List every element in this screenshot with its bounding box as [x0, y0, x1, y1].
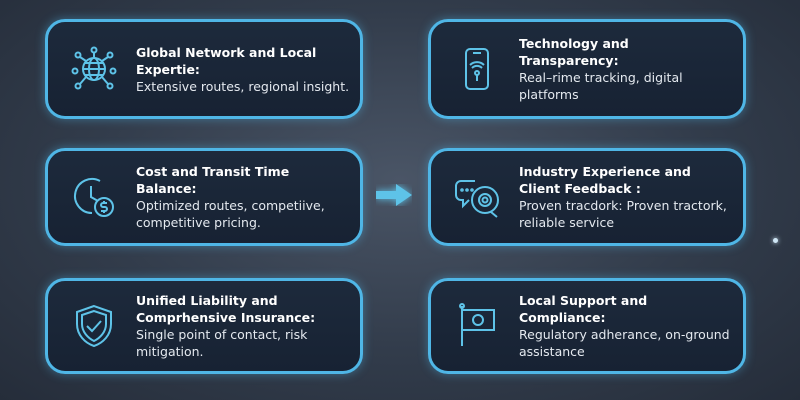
- card-description: Optimized routes, competiive, competitiv…: [136, 198, 325, 230]
- card-description: Real–rime tracking, digital platforms: [519, 70, 683, 102]
- shield-check-icon: [70, 302, 118, 350]
- card-description: Proven tracdork: Proven tractork, reliab…: [519, 198, 727, 230]
- card-title: Unified Liability and Comprhensive Insur…: [136, 293, 316, 325]
- card-unified-liability: Unified Liability and Comprhensive Insur…: [45, 278, 363, 374]
- card-industry-experience: Industry Experience and Client Feedback …: [428, 148, 746, 246]
- card-technology: Technology and Transparency:Real–rime tr…: [428, 19, 746, 119]
- arrow-right-icon: [376, 184, 412, 206]
- card-title: Technology and Transparency:: [519, 36, 629, 68]
- card-title: Global Network and Local Expertie:: [136, 44, 317, 77]
- card-description: Extensive routes, regional insight.: [136, 78, 350, 94]
- glow-dot: [773, 238, 778, 243]
- card-title: Cost and Transit Time Balance:: [136, 164, 290, 196]
- card-local-support: Local Support and Compliance:Regulatory …: [428, 278, 746, 374]
- card-description: Single point of contact, risk mitigation…: [136, 327, 308, 359]
- card-title: Local Support and Compliance:: [519, 293, 648, 325]
- card-cost-transit: Cost and Transit Time Balance:Optimized …: [45, 148, 363, 246]
- flag-icon: [453, 302, 501, 350]
- card-description: Regulatory adherance, on-ground assistan…: [519, 327, 730, 359]
- smartphone-signal-icon: [453, 45, 501, 93]
- card-title: Industry Experience and Client Feedback …: [519, 164, 691, 196]
- chat-gear-icon: [453, 173, 501, 221]
- clock-dollar-icon: [70, 173, 118, 221]
- globe-network-icon: [70, 45, 118, 93]
- card-global-network: Global Network and Local Expertie:Extens…: [45, 19, 363, 119]
